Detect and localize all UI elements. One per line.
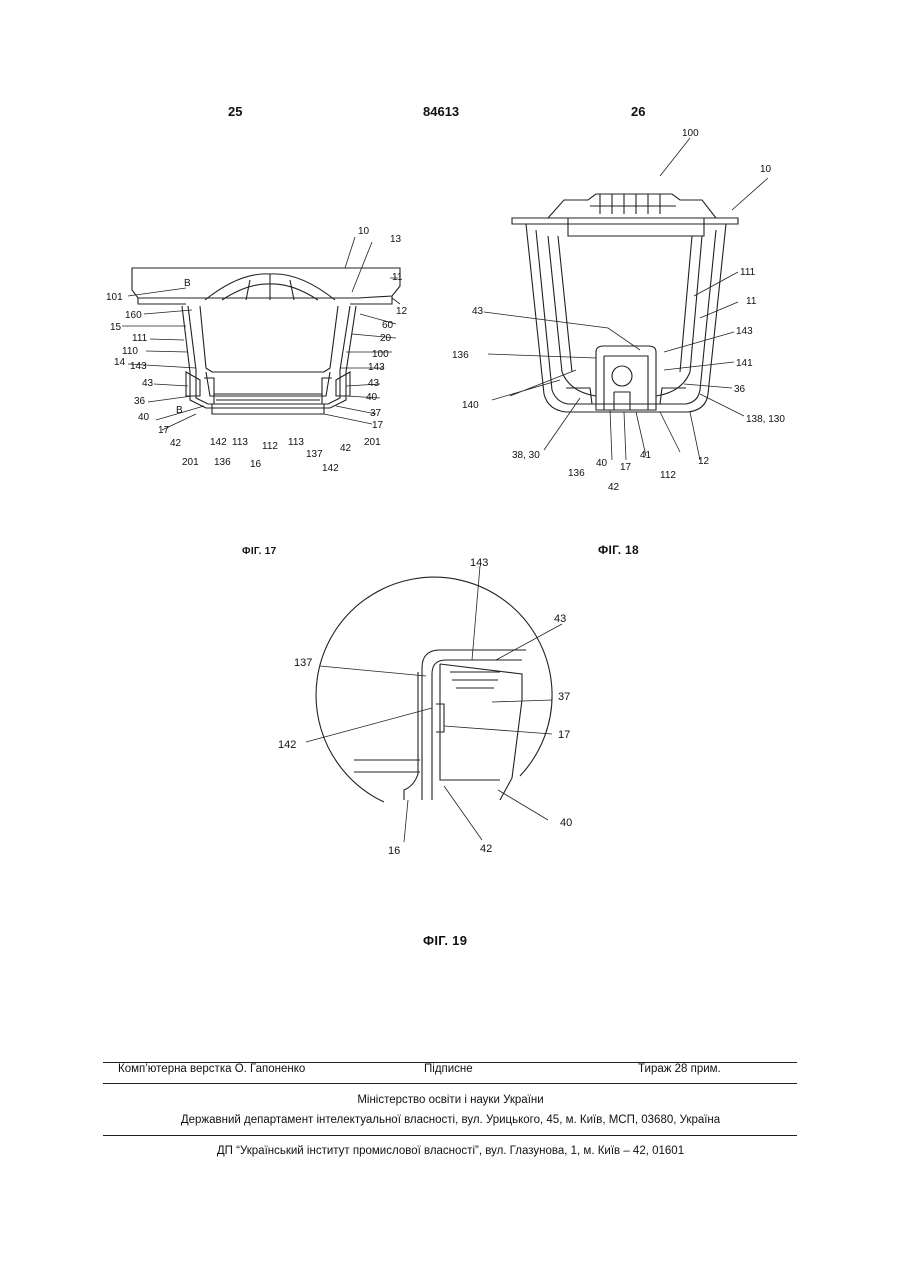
label: 138, 130 [746,414,785,425]
label: 41 [640,450,652,461]
label: 136 [452,350,469,361]
label: 14 [114,357,126,368]
label: 12 [698,456,710,467]
label: 60 [382,320,394,331]
label: B [176,405,183,416]
label: 10 [760,164,772,175]
label: 17 [372,420,384,431]
figure-19-drawing [316,577,552,802]
label: 15 [110,322,122,333]
footer-rule-middle [103,1083,797,1084]
label: 140 [462,400,479,411]
figure-labels: 10 13 11 101 B 160 12 15 60 111 20 110 1… [106,128,785,857]
label: 113 [288,437,304,448]
label: 100 [372,349,389,360]
label: 40 [138,412,150,423]
label: 142 [278,739,296,751]
label: 37 [558,691,570,703]
label: 111 [132,333,148,344]
label: 42 [340,443,352,454]
label: 17 [558,729,570,741]
label: 110 [122,346,138,357]
label: 16 [388,845,400,857]
figure-18-caption: ФІГ. 18 [598,543,639,557]
label: 40 [560,817,572,829]
label: 141 [736,358,753,369]
label: 42 [170,438,182,449]
label: 20 [380,333,392,344]
label: 13 [390,234,402,245]
label: 143 [736,326,753,337]
label: 142 [322,463,339,474]
label: 42 [608,482,620,493]
label: 143 [368,362,385,373]
label: 38, 30 [512,450,540,461]
figure-18-drawing [512,194,738,412]
label: 11 [746,296,757,307]
label: 137 [294,657,312,669]
label: 36 [134,396,146,407]
label: 201 [182,457,199,468]
label: 11 [392,272,403,283]
label: 17 [158,425,170,436]
signed-note: Підписне [424,1063,473,1075]
label: 137 [306,449,323,460]
ministry-line: Міністерство освіти і науки України [0,1094,901,1106]
label: 143 [130,361,147,372]
institute-line: ДП “Український інститут промислової вла… [0,1145,901,1157]
label: 100 [682,128,699,139]
footer-rule-bottom [103,1135,797,1136]
figure-17-caption: ФІГ. 17 [242,546,277,557]
typesetting-credit: Комп’ютерна верстка О. Гапоненко [118,1063,305,1075]
label: 143 [470,557,488,569]
label: 201 [364,437,381,448]
label: 101 [106,292,123,303]
label: 42 [480,843,492,855]
label: 160 [125,310,142,321]
label: 111 [740,267,756,278]
label: 136 [214,457,231,468]
label: 10 [358,226,370,237]
label: 43 [142,378,154,389]
department-line: Державний департамент інтелектуальної вл… [0,1114,901,1126]
label: 112 [262,441,278,452]
label: 43 [554,613,566,625]
label: 43 [472,306,484,317]
figure-19-caption: ФІГ. 19 [423,933,467,948]
label: 36 [734,384,746,395]
label: B [184,278,191,289]
label: 16 [250,459,262,470]
circulation-note: Тираж 28 прим. [638,1063,721,1075]
label: 40 [596,458,608,469]
label: 17 [620,462,632,473]
label: 40 [366,392,378,403]
label: 113 [232,437,248,448]
leader-lines [122,138,768,842]
label: 136 [568,468,585,479]
label: 43 [368,378,380,389]
label: 37 [370,408,382,419]
label: 12 [396,306,408,317]
label: 112 [660,470,676,481]
label: 142 [210,437,227,448]
